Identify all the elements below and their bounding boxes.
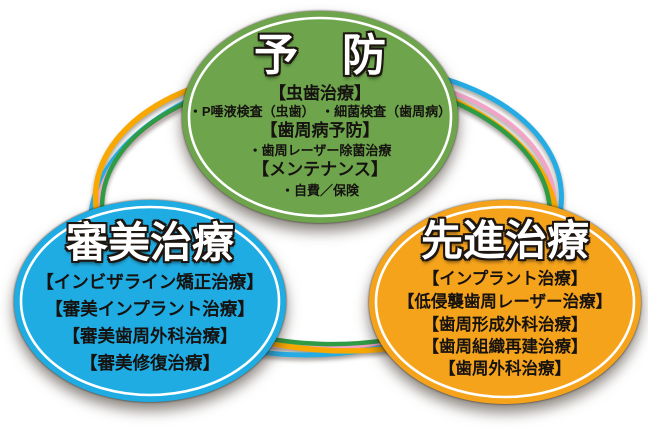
aesthetic-item: 【インビザライン矯正治療】 (36, 272, 264, 292)
aesthetic-title: 審美治療 (65, 218, 235, 267)
prevention-title: 予 防 (254, 30, 386, 81)
advanced-title: 先進治療 (420, 216, 590, 265)
prevention-line: 【メンテナンス】 (252, 160, 388, 179)
prevention-line: 【虫歯治療】 (269, 84, 371, 103)
prevention-line: ・自費／保険 (280, 183, 360, 198)
advanced-item: 【歯周組織再建治療】 (422, 338, 588, 356)
prevention-bubble-shape (182, 11, 458, 223)
aesthetic-bubble-shape (14, 200, 286, 402)
advanced-item: 【低侵襲歯周レーザー治療】 (397, 293, 613, 311)
aesthetic-item: 【審美修復治療】 (80, 353, 220, 373)
prevention-line: 【歯周病予防】 (260, 121, 380, 140)
advanced-item: 【歯周形成外科治療】 (422, 316, 588, 334)
advanced-item: 【インプラント治療】 (422, 270, 588, 288)
advanced-bubble-shape (369, 200, 641, 404)
prevention-line: ・歯周レーザー除菌治療 (248, 143, 392, 158)
advanced-item: 【歯周外科治療】 (439, 360, 571, 378)
prevention-line: ・P唾液検査（虫歯） ・細菌検査（歯周病） (188, 104, 452, 119)
aesthetic-item: 【審美歯周外科治療】 (62, 326, 238, 346)
aesthetic-item: 【審美インプラント治療】 (45, 299, 255, 319)
